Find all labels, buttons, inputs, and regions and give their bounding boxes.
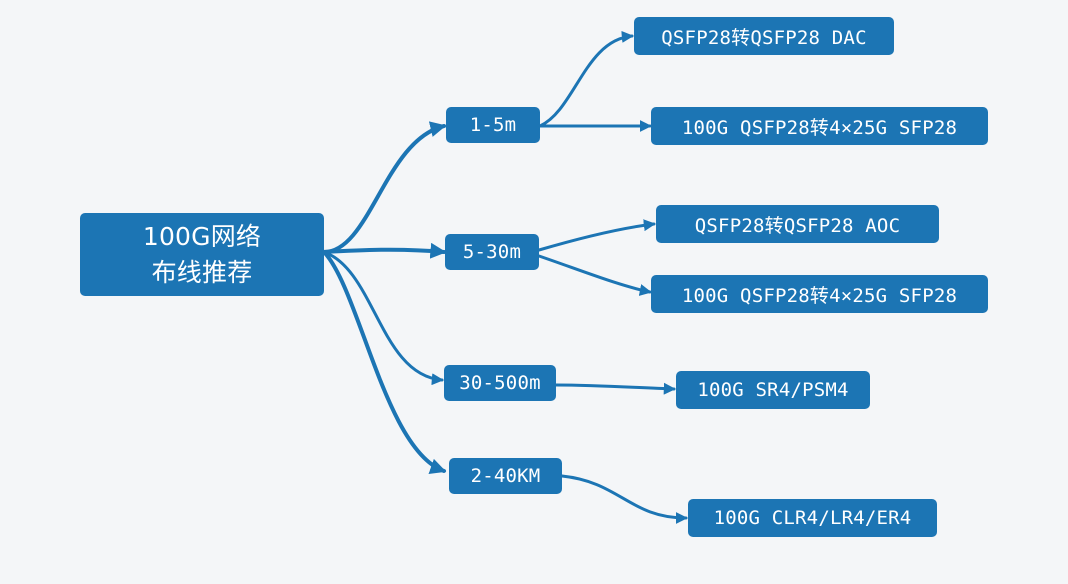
option-label: QSFP28转QSFP28 DAC <box>661 26 867 49</box>
option-node-lr4: 100G CLR4/LR4/ER4 <box>688 499 937 537</box>
option-node-dac: QSFP28转QSFP28 DAC <box>634 17 894 55</box>
option-node-breakout-1: 100G QSFP28转4×25G SFP28 <box>651 107 988 145</box>
range-node-1-5m: 1-5m <box>446 107 540 143</box>
option-label: 100G SR4/PSM4 <box>697 379 849 401</box>
range-label: 2-40KM <box>470 465 541 487</box>
option-node-sr4: 100G SR4/PSM4 <box>676 371 870 409</box>
range-label: 5-30m <box>462 241 522 263</box>
connector-2-40km-to-lr4 <box>560 474 688 524</box>
root-label-line2: 布线推荐 <box>151 257 253 287</box>
connector-5-30m-to-breakout <box>537 254 652 296</box>
connector-root-to-5-30m <box>322 242 447 259</box>
connector-root-to-2-40km <box>322 250 447 474</box>
root-node: 100G网络 布线推荐 <box>80 213 324 296</box>
option-label: 100G CLR4/LR4/ER4 <box>713 507 912 529</box>
root-label-line1: 100G网络 <box>142 221 262 251</box>
option-label: QSFP28转QSFP28 AOC <box>694 214 901 237</box>
range-node-2-40km: 2-40KM <box>449 458 562 494</box>
connector-root-to-1-5m <box>322 121 447 254</box>
connector-30-500m-to-sr4 <box>554 382 676 395</box>
option-label: 100G QSFP28转4×25G SFP28 <box>681 284 958 307</box>
connector-5-30m-to-aoc <box>537 219 656 252</box>
option-node-aoc: QSFP28转QSFP28 AOC <box>656 205 939 243</box>
range-label: 30-500m <box>459 372 541 394</box>
connector-root-to-30-500m <box>322 250 444 386</box>
range-label: 1-5m <box>469 114 517 136</box>
range-node-5-30m: 5-30m <box>445 234 539 270</box>
option-label: 100G QSFP28转4×25G SFP28 <box>681 116 958 139</box>
option-node-breakout-2: 100G QSFP28转4×25G SFP28 <box>651 275 988 313</box>
range-node-30-500m: 30-500m <box>444 365 556 401</box>
connector-1-5m-to-dac <box>538 30 634 128</box>
